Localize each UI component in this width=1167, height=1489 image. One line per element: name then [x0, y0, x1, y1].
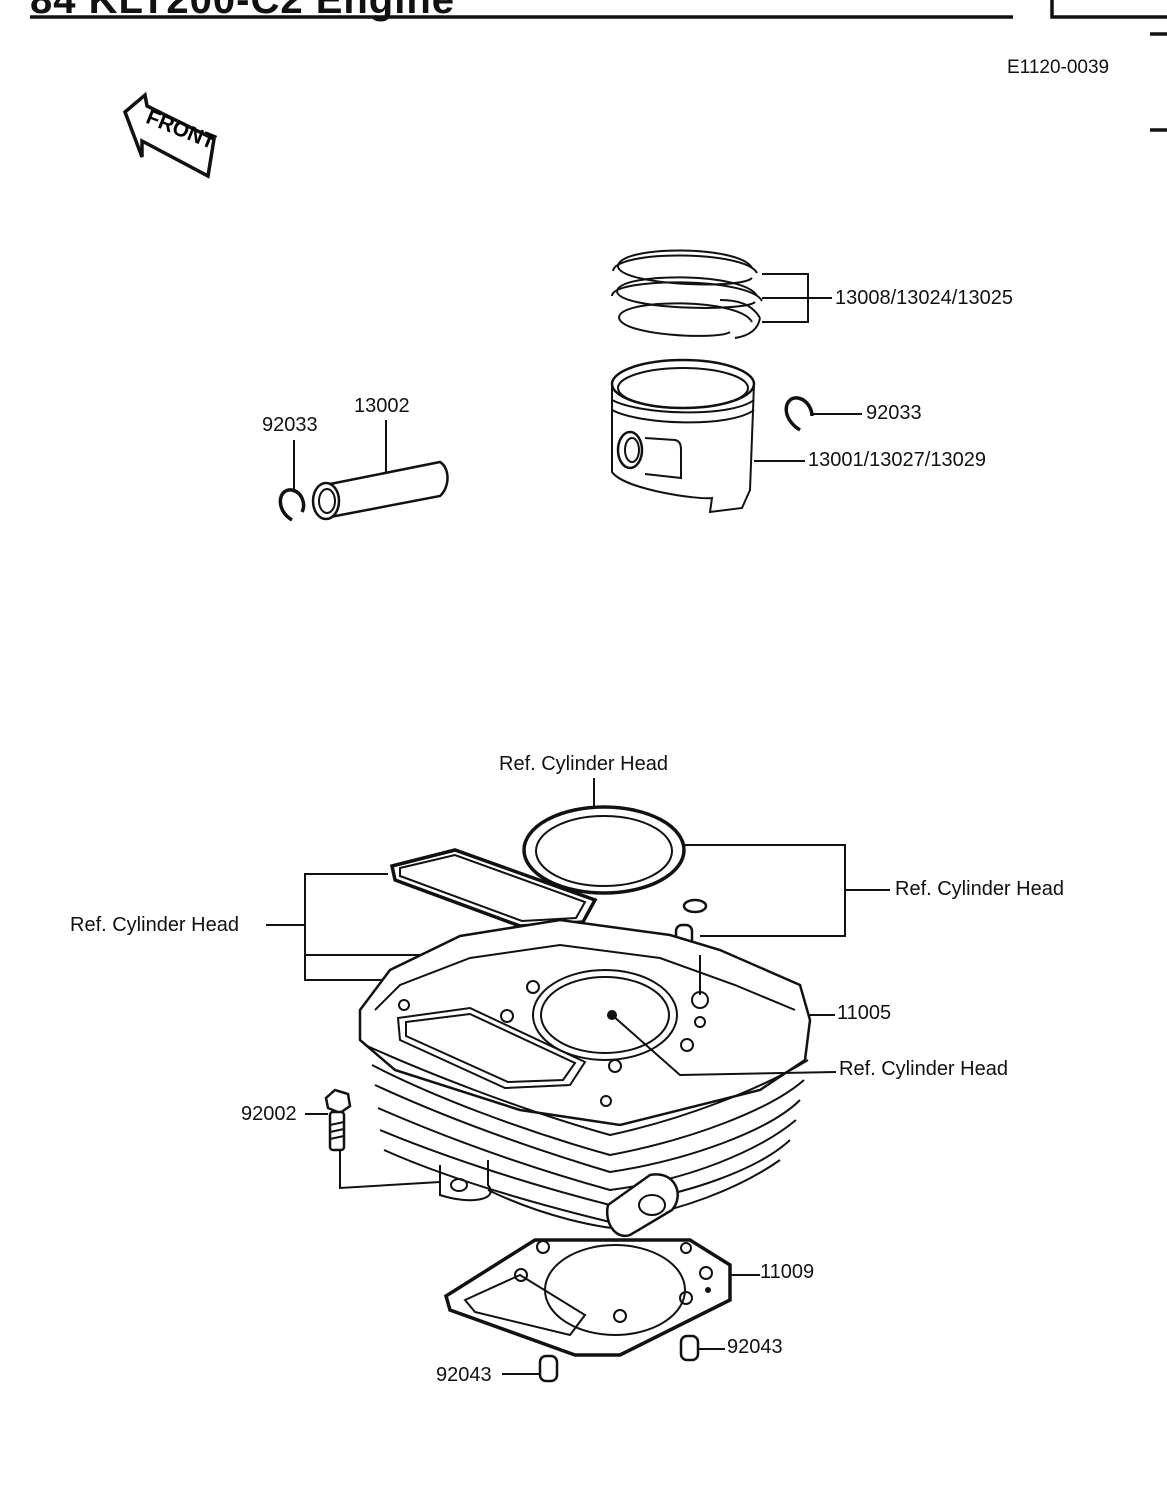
label-ref-head-top: Ref. Cylinder Head	[499, 753, 668, 775]
base-dowels	[502, 1334, 725, 1383]
circlip-left	[278, 440, 306, 522]
label-cylinder: 11005	[837, 1002, 892, 1024]
diagram-code: E1120-0039	[1007, 57, 1110, 78]
label-piston-rings: 13008/13024/13025	[835, 287, 1013, 309]
header-rule	[30, 0, 1167, 132]
base-gasket	[443, 1238, 760, 1357]
label-piston-pin: 13002	[354, 395, 410, 417]
circlip-right	[784, 396, 862, 432]
front-arrow-icon: FRONT	[122, 91, 219, 179]
label-piston: 13001/13027/13029	[808, 449, 986, 471]
label-base-gasket: 11009	[760, 1261, 815, 1283]
label-dowel-right: 92043	[727, 1336, 783, 1358]
cylinder-block	[358, 918, 837, 1238]
label-bolt: 92002	[241, 1103, 297, 1125]
label-circlip-left: 92033	[262, 414, 318, 436]
piston-pin	[311, 420, 449, 521]
label-dowel-left: 92043	[436, 1364, 492, 1386]
piston	[610, 358, 756, 514]
label-ref-head-center: Ref. Cylinder Head	[839, 1058, 1008, 1080]
label-ref-head-left: Ref. Cylinder Head	[70, 914, 239, 936]
piston-rings	[611, 249, 832, 339]
cylinder-bolt	[305, 1088, 441, 1190]
head-gasket	[522, 778, 890, 937]
label-ref-head-right: Ref. Cylinder Head	[895, 878, 1064, 900]
label-circlip-right: 92033	[866, 402, 922, 424]
